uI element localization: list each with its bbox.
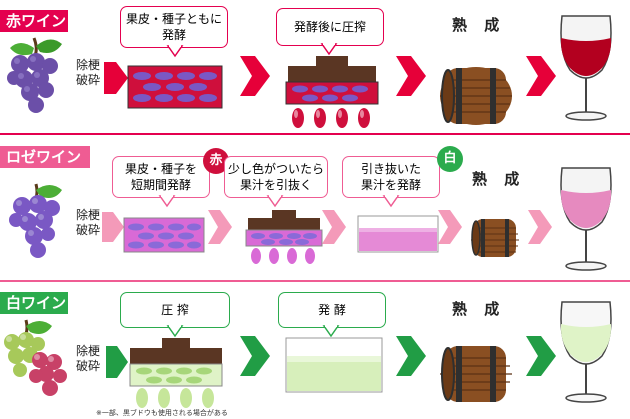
rose-press — [245, 210, 323, 264]
white-footnote: ※一部、黒ブドウも使用される場合がある — [96, 409, 228, 417]
rose-grape-icon — [9, 183, 62, 258]
rose-step2-callout: 少し色がついたら 果汁を引抜く — [224, 156, 328, 198]
white-arrow-4 — [526, 336, 556, 376]
rose-arrow-2 — [208, 210, 232, 244]
red-aging-label: 熟 成 — [452, 16, 506, 34]
red-wine-glass-icon — [560, 15, 612, 121]
rose-step3-callout: 引き抜いた 果汁を発酵 — [342, 156, 440, 198]
red-grape-icon — [7, 37, 62, 113]
red-step2-callout: 発酵後に圧搾 — [276, 8, 384, 46]
rose-arrow-4 — [438, 210, 462, 244]
white-grape-icon — [4, 319, 67, 396]
red-fermentation-tank — [127, 65, 223, 109]
rose-arrow-5 — [528, 210, 552, 244]
white-wine-glass-icon — [560, 301, 612, 403]
white-wine-tag: 白ワイン — [0, 292, 68, 314]
rose-wine-glass-icon — [560, 167, 612, 271]
white-callout-tail-1 — [166, 325, 184, 338]
white-arrow-2 — [240, 336, 270, 376]
white-arrow-3 — [396, 336, 426, 376]
red-arrow-2 — [240, 56, 270, 96]
red-callout-tail-2 — [320, 43, 338, 56]
rose-arrow-3 — [322, 210, 346, 244]
red-arrow-3 — [396, 56, 426, 96]
rose-callout-tail-1 — [158, 195, 176, 208]
rose-barrel-icon — [471, 219, 519, 257]
white-step2-callout: 発 酵 — [278, 292, 386, 328]
white-step1-callout: 圧 搾 — [120, 292, 230, 328]
rose-arrow-1 — [102, 212, 124, 242]
red-crush-label: 除梗 破砕 — [76, 58, 101, 87]
white-crush-label: 除梗 破砕 — [76, 344, 101, 373]
red-arrow-4 — [526, 56, 556, 96]
rose-aging-label: 熟 成 — [472, 170, 526, 188]
rose-juice-tank — [357, 215, 439, 253]
rose-callout-tail-2 — [266, 195, 284, 208]
white-press — [129, 338, 223, 408]
red-press — [285, 56, 379, 128]
rose-wine-tag: ロゼワイン — [0, 146, 90, 168]
red-callout-tail-1 — [166, 45, 184, 58]
red-wine-tag: 赤ワイン — [0, 10, 68, 32]
red-step1-callout: 果皮・種子ともに 発酵 — [120, 6, 228, 48]
red-row-divider — [0, 133, 630, 135]
white-barrel-icon — [440, 346, 512, 402]
rose-fermentation-tank — [123, 217, 205, 253]
rose-step1-callout: 果皮・種子を 短期間発酵 — [112, 156, 210, 198]
white-callout-tail-2 — [322, 325, 340, 338]
white-arrow-1 — [106, 346, 128, 378]
rose-white-badge: 白 — [437, 146, 463, 172]
rose-row-divider — [0, 280, 630, 282]
red-barrel-icon — [440, 67, 512, 125]
white-aging-label: 熟 成 — [452, 300, 506, 318]
rose-callout-tail-3 — [382, 195, 400, 208]
white-fermentation-tank — [285, 337, 383, 393]
red-arrow-1 — [104, 62, 128, 94]
rose-crush-label: 除梗 破砕 — [76, 208, 101, 237]
